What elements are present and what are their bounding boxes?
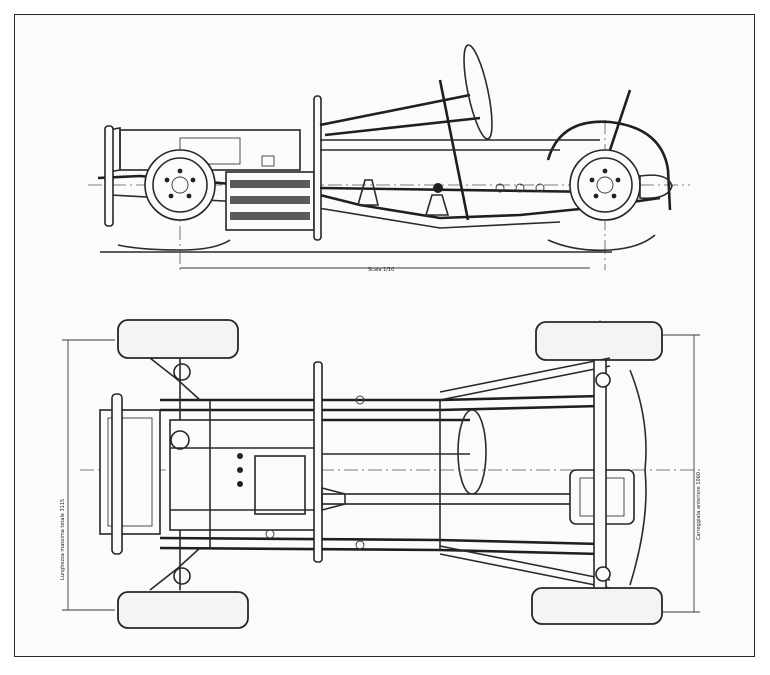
front-link-bottom [149, 547, 201, 591]
driveshaft-plan [321, 493, 573, 505]
steering-wheel-plan [457, 409, 487, 495]
front-kingpin-bottom [173, 567, 191, 585]
front-bumper-post [111, 393, 123, 555]
tank-shade-3 [230, 212, 310, 220]
bulkhead-plan [313, 361, 323, 563]
front-lug-5 [164, 177, 170, 183]
hole-2 [515, 183, 525, 193]
front-link-top [149, 357, 201, 401]
frame-rail-bottom [159, 536, 601, 546]
front-left-tire [117, 319, 239, 359]
rear-hub-bottom [595, 566, 611, 582]
pedal-bracket [356, 179, 380, 206]
rear-arm-top-a [439, 357, 611, 393]
front-lug-1 [177, 168, 183, 174]
hole-3 [535, 183, 545, 193]
steering-wheel [463, 44, 493, 140]
rear-arm-bottom-a [439, 545, 611, 581]
front-lug-3 [186, 193, 192, 199]
rear-hub [596, 176, 614, 194]
wheelbase-label: Carreggiata anteriore 1060 [696, 472, 702, 540]
rear-arm-top-b [439, 365, 611, 401]
rear-lug-1 [602, 168, 608, 174]
rear-lug-3 [611, 193, 617, 199]
rear-right-tire [531, 587, 663, 625]
plan-view: Lunghezza massima totale 3115 Carreggiat… [60, 319, 702, 629]
engine-mount [265, 529, 275, 539]
driveshaft-side [319, 186, 601, 194]
frame-rail-top [160, 394, 601, 402]
rear-axle-plan [593, 359, 607, 589]
rear-diff-side [639, 174, 673, 200]
side-elevation-view: Scala 1/10 [88, 44, 690, 273]
overall-length-label: Lunghezza massima totale 3115 [60, 499, 66, 580]
bolt-c [237, 481, 243, 487]
front-wheel-side [144, 149, 216, 221]
rear-leaf-spring [629, 369, 647, 586]
shaft-joint [433, 183, 443, 193]
rear-arm-bottom-b [439, 553, 611, 589]
frame-rail-bottom-inner [159, 546, 601, 556]
steering-tube [324, 116, 481, 137]
frame-rail-top-inner [160, 404, 601, 412]
rear-fender-lower [547, 234, 656, 252]
scale-note: Scala 1/10 [368, 267, 394, 273]
rear-wheel-rim [577, 157, 633, 213]
tank-shade-2 [230, 196, 310, 204]
rear-lug-4 [593, 193, 599, 199]
rear-left-tire [535, 321, 663, 361]
front-wheel-rim [152, 157, 208, 213]
hole-1 [495, 183, 505, 193]
engine-cap [261, 155, 275, 167]
shaft-flange [321, 486, 346, 512]
rear-hub-top [595, 372, 611, 388]
radiator-plan [99, 409, 161, 535]
cylinder-head-plan [254, 455, 306, 515]
front-lug-4 [168, 193, 174, 199]
front-fender-lower [117, 239, 231, 251]
tank-shade-1 [230, 180, 310, 188]
bolt-b [237, 467, 243, 473]
front-right-tire [117, 591, 249, 629]
rear-fender [546, 120, 672, 211]
engine-pulley [170, 430, 190, 450]
radiator-core [107, 417, 153, 527]
bulkhead-post [313, 95, 322, 241]
rear-lug-2 [615, 177, 621, 183]
seat-bracket [424, 194, 450, 216]
front-lug-2 [190, 177, 196, 183]
front-hub [171, 176, 189, 194]
rail-hole-bottom [355, 540, 365, 550]
engine-block [119, 129, 301, 171]
bolt-a [237, 453, 243, 459]
front-post [104, 125, 114, 227]
rear-wheel-side [569, 149, 641, 221]
front-kingpin-top [173, 363, 191, 381]
rail-hole-top [355, 395, 365, 405]
rear-lug-5 [589, 177, 595, 183]
